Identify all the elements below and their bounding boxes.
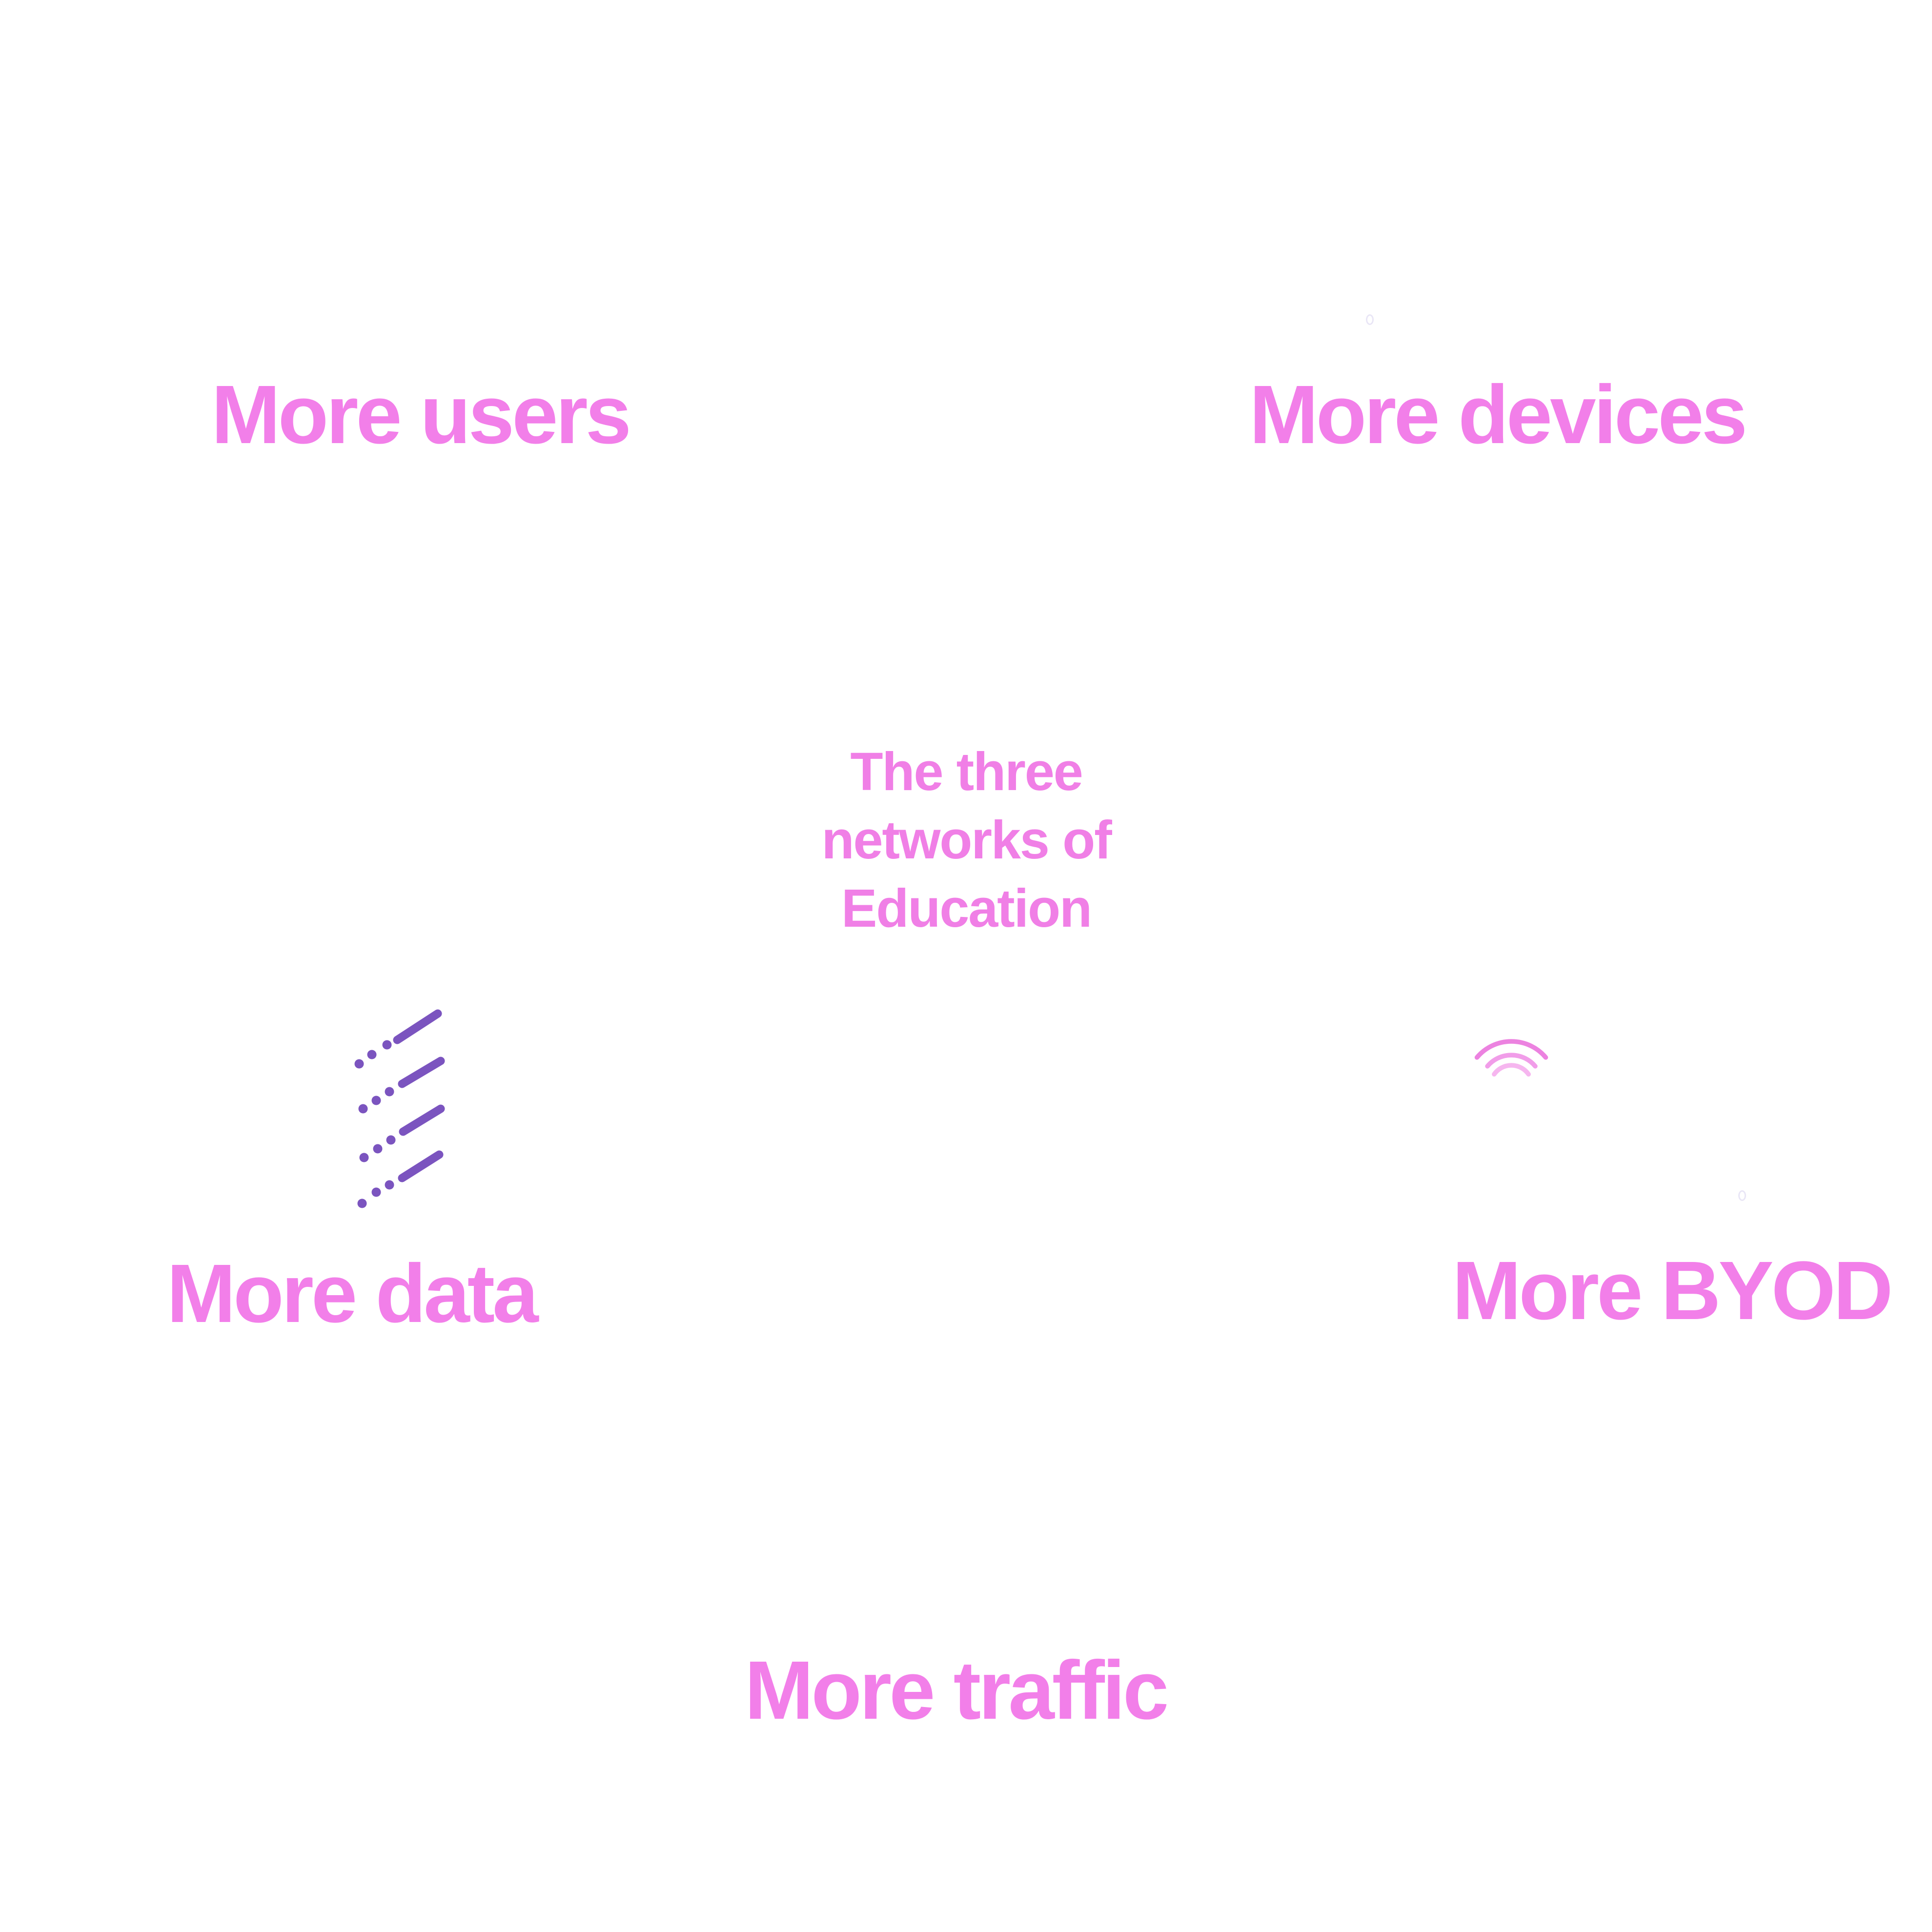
label-more-users: More users [211, 368, 631, 461]
diagram-title-line1: The three [850, 742, 1083, 802]
faint-circle-icon [1738, 1190, 1746, 1201]
label-more-traffic: More traffic [744, 1644, 1169, 1737]
diagram-title: The three networks of Education [747, 738, 1186, 943]
faint-circle-icon [1366, 314, 1374, 325]
diagram-title-line3: Education [841, 878, 1092, 938]
diagram-title-line2: networks of [821, 810, 1112, 870]
wifi-waves-icon [1474, 1039, 1548, 1077]
label-more-data: More data [166, 1247, 538, 1340]
data-stream-icon [354, 1009, 445, 1208]
label-more-byod: More BYOD [1452, 1244, 1893, 1337]
label-more-devices: More devices [1249, 368, 1748, 461]
